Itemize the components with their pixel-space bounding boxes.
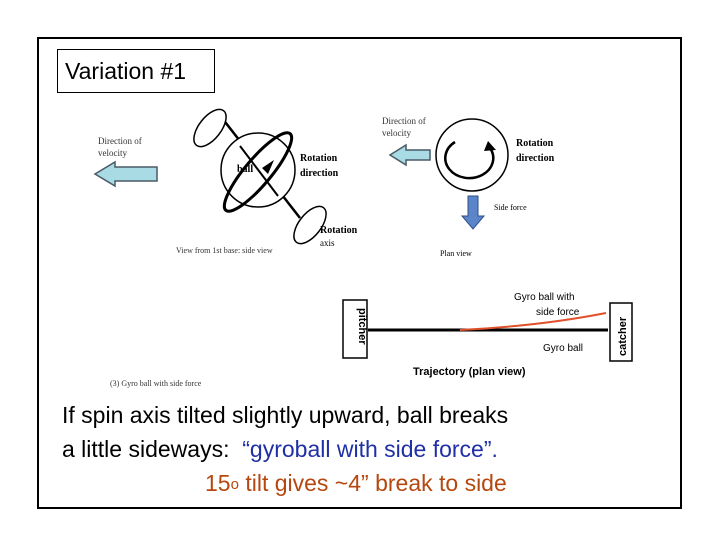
plan-velocity-arrow: [388, 143, 431, 167]
plan-velocity-label-2: velocity: [382, 128, 411, 138]
caption-line-1: If spin axis tilted slightly upward, bal…: [62, 402, 509, 428]
side-velocity-label-1: Direction of: [98, 136, 142, 146]
caption-text: If spin axis tilted slightly upward, bal…: [62, 398, 662, 466]
side-velocity-label-2: velocity: [98, 148, 127, 158]
slide-title: Variation #1: [57, 49, 215, 93]
degree-superscript: o: [230, 476, 239, 493]
caption-quote: “gyroball with side force”.: [242, 436, 498, 462]
side-force-label: Side force: [494, 203, 527, 212]
tilt-break-text: tilt gives ~4” break to side: [238, 470, 507, 496]
ball-label: ball: [237, 164, 253, 175]
slide-frame: [37, 37, 682, 509]
tilt-break-note: 15o tilt gives ~4” break to side: [205, 470, 507, 497]
side-rotation-label-1: Rotation: [300, 153, 338, 164]
side-rotation-label-2: direction: [300, 168, 339, 179]
side-force-arrow: [460, 195, 486, 230]
axis-label-1: Rotation: [320, 225, 358, 236]
gyro-ball-path-label: Gyro ball: [543, 343, 583, 354]
plan-rotation-label-2: direction: [516, 153, 555, 164]
plan-rotation-label-1: Rotation: [516, 138, 554, 149]
side-view-caption: View from 1st base: side view: [176, 246, 273, 255]
pitcher-label: pitcher: [356, 308, 368, 345]
plan-rotation-arc: [444, 140, 495, 180]
axis-disc-bottom: [293, 205, 327, 245]
trajectory-title: Trajectory (plan view): [413, 366, 526, 378]
side-force-path: [459, 312, 607, 331]
side-force-path-label-2: side force: [536, 307, 580, 318]
catcher-box: [609, 302, 633, 362]
side-force-path-label-1: Gyro ball with: [514, 292, 575, 303]
tilt-number: 15: [205, 470, 231, 496]
figure-caption: (3) Gyro ball with side force: [110, 379, 202, 388]
side-velocity-arrow: [93, 160, 158, 188]
plan-view-caption: Plan view: [440, 249, 472, 258]
caption-line-2: a little sideways: “gyroball with side f…: [62, 432, 662, 466]
axis-label-2: axis: [320, 238, 335, 248]
rotation-ring: [222, 131, 294, 213]
pitcher-box: [342, 299, 368, 359]
axis-disc-top: [193, 108, 227, 148]
caption-line-2-prefix: a little sideways:: [62, 436, 243, 462]
plan-velocity-label-1: Direction of: [382, 116, 426, 126]
catcher-label: catcher: [617, 316, 629, 356]
